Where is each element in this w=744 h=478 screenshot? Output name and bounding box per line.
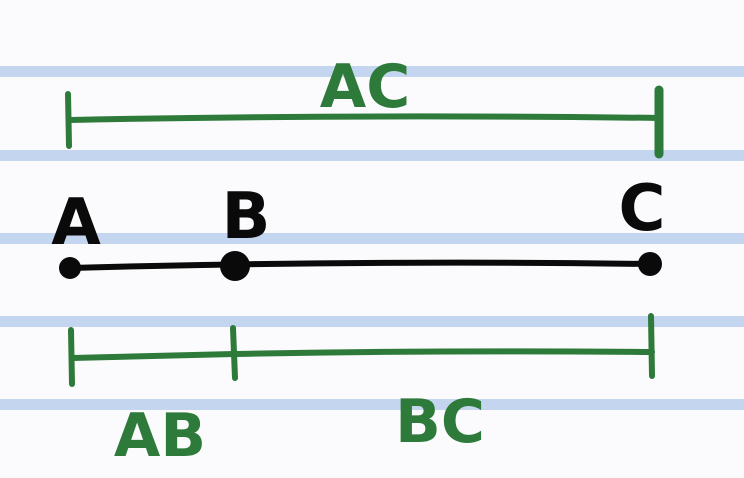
segment-ac-tick-left xyxy=(65,91,72,149)
segment-ab-label: AB xyxy=(114,401,206,471)
ruled-paper-lines xyxy=(0,66,744,410)
segment-ab-tick-left xyxy=(68,327,75,387)
point-c-label: C xyxy=(619,172,666,246)
ruled-line xyxy=(0,316,744,327)
point-c-dot xyxy=(638,252,662,276)
point-a-label: A xyxy=(51,186,101,260)
line-ac xyxy=(67,259,653,271)
point-b-label: B xyxy=(222,180,271,254)
segment-ab-bc-tick-middle xyxy=(230,325,238,381)
segment-ab-bc-brackets xyxy=(68,313,655,387)
segment-ac-bar xyxy=(67,113,663,123)
ruled-line xyxy=(0,66,744,77)
segment-bc-bar xyxy=(231,348,655,357)
ruled-line xyxy=(0,150,744,161)
segment-ac-label: AC xyxy=(320,52,410,122)
segment-ac-bracket xyxy=(65,85,664,159)
segment-bc-label: BC xyxy=(395,387,485,457)
segment-ab-bar xyxy=(69,351,237,361)
point-b-dot xyxy=(220,251,250,281)
main-line-segment xyxy=(59,251,662,281)
segment-bc-tick-right xyxy=(648,313,655,379)
point-a-dot xyxy=(59,257,81,279)
ruled-line xyxy=(0,399,744,410)
ruled-line xyxy=(0,233,744,244)
